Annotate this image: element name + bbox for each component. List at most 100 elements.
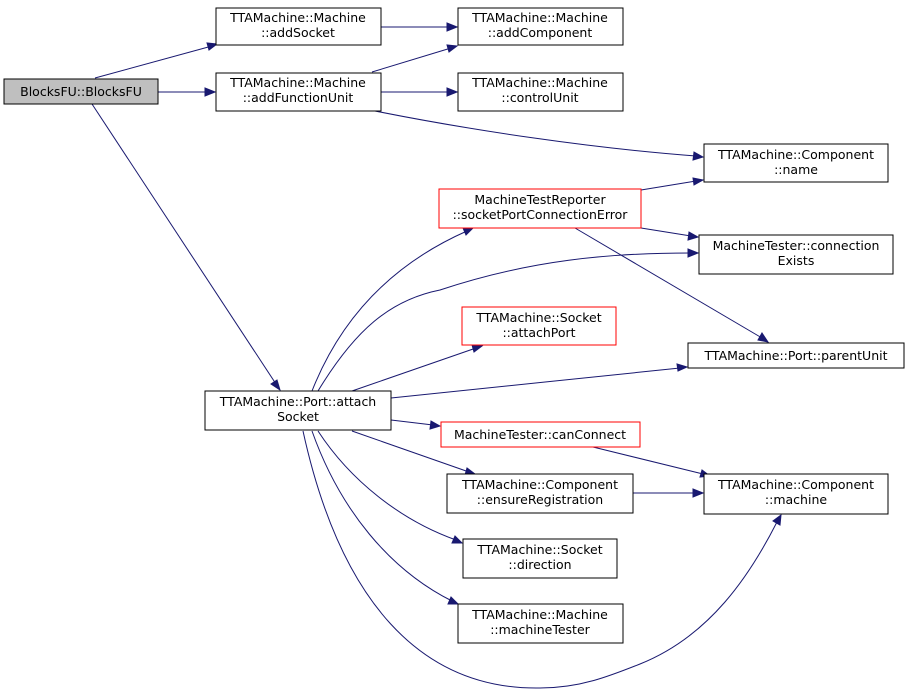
node-box [703,473,889,515]
node-label-line2: ::name [774,162,818,177]
node-component-name[interactable]: TTAMachine::Component ::name [703,143,889,183]
node-canconnect[interactable]: MachineTester::canConnect [440,421,641,448]
edge-addfunctionunit-name [374,110,697,157]
arrow-icon [687,231,700,241]
edge-attachsocket-parentunit [390,367,681,399]
node-box [204,390,392,431]
node-port-attachsocket[interactable]: TTAMachine::Port::attach Socket [204,390,392,431]
arrow-icon [471,344,484,353]
node-box [3,78,159,105]
edge-spce-name [640,180,697,191]
node-box [457,72,624,112]
node-label: TTAMachine::Port::parentUnit [703,348,887,363]
node-label-line1: TTAMachine::Machine [229,10,366,25]
node-label-line1: TTAMachine::Component [717,477,874,492]
node-addfunctionunit[interactable]: TTAMachine::Machine ::addFunctionUnit [215,72,382,112]
node-box [215,7,382,46]
arrow-icon [692,488,705,498]
node-label: MachineTester::canConnect [454,427,626,442]
edge-attachsocket-connexists [317,252,691,392]
node-label-line1: TTAMachine::Socket [475,310,601,325]
edge-attachsocket-direction [317,430,457,541]
edge-blocksfu-attachsocket [91,103,277,385]
node-socket-direction[interactable]: TTAMachine::Socket ::direction [462,538,618,579]
arrow-icon [676,363,689,372]
node-label-line2: ::machine [765,492,827,507]
node-label-line2: ::addFunctionUnit [243,90,354,105]
node-addcomponent[interactable]: TTAMachine::Machine ::addComponent [457,7,624,46]
edge-canconnect-machine [592,446,704,475]
edge-attachsocket-canconnect [390,419,434,426]
node-label-line1: MachineTester::connection [713,238,880,253]
node-box [457,7,624,46]
node-label-line2: ::socketPortConnectionError [453,207,629,222]
arrow-icon [462,227,475,236]
arrow-icon [446,44,459,53]
edges [91,22,782,689]
node-box [687,342,905,369]
nodes: BlocksFU::BlocksFU TTAMachine::Machine :… [3,7,905,644]
node-label-line1: TTAMachine::Machine [471,10,608,25]
arrow-icon [446,22,459,32]
node-label-line2: ::direction [508,557,571,572]
edge-blocksfu-addsocket [94,45,213,79]
node-label-line1: TTAMachine::Machine [229,75,366,90]
arrow-icon [772,513,782,526]
node-label: BlocksFU::BlocksFU [20,84,142,99]
arrow-icon [692,151,705,161]
edge-spce-parentunit [574,227,763,339]
node-label-line2: ::machineTester [490,622,590,637]
arrow-icon [757,332,770,343]
edge-addfunctionunit-addcomponent [371,47,452,73]
node-component-machine[interactable]: TTAMachine::Component ::machine [703,473,889,515]
node-label-line1: TTAMachine::Machine [471,607,608,622]
node-label-line1: TTAMachine::Socket [476,542,602,557]
arrow-icon [687,248,700,258]
node-machinetester[interactable]: TTAMachine::Machine ::machineTester [457,603,624,644]
node-blocksfu[interactable]: BlocksFU::BlocksFU [3,78,159,105]
node-socket-attachport[interactable]: TTAMachine::Socket ::attachPort [461,306,617,346]
node-label-line2: ::addComponent [488,25,593,40]
node-label-line2: Exists [778,253,815,268]
node-ensureregistration[interactable]: TTAMachine::Component ::ensureRegistrati… [446,473,634,514]
edge-attachsocket-machinetester [311,430,453,602]
node-label-line1: TTAMachine::Component [461,477,618,492]
arrow-icon [446,87,459,97]
node-label-line2: ::addSocket [261,25,335,40]
edge-attachsocket-ensurereg [351,430,470,473]
node-label-line1: TTAMachine::Component [717,147,874,162]
node-box [461,306,617,346]
arrow-icon [447,596,460,605]
node-label-line1: TTAMachine::Machine [471,75,608,90]
edge-spce-connexists [640,227,692,237]
node-label-line2: ::attachPort [502,325,575,340]
node-box [462,538,618,579]
edge-attachsocket-spce [311,230,468,392]
node-label-line1: MachineTestReporter [474,192,606,207]
arrow-icon [204,87,217,97]
node-label-line2: ::ensureRegistration [477,492,603,507]
arrow-icon [429,420,442,430]
node-port-parentunit[interactable]: TTAMachine::Port::parentUnit [687,342,905,369]
node-box [446,473,634,514]
arrow-icon [206,42,219,51]
node-box [440,421,641,448]
arrow-icon [692,177,705,186]
node-connectionexists[interactable]: MachineTester::connection Exists [698,234,894,275]
arrow-icon [270,379,281,392]
arrow-icon [451,535,464,544]
edge-attachsocket-machine [302,430,778,689]
node-box [703,143,889,183]
node-label-line1: TTAMachine::Port::attach [219,394,377,409]
node-box [438,188,642,229]
node-box [698,234,894,275]
node-box [215,72,382,112]
node-socketportconnectionerror[interactable]: MachineTestReporter ::socketPortConnecti… [438,188,642,229]
edge-attachsocket-attachport [351,347,477,392]
node-controlunit[interactable]: TTAMachine::Machine ::controlUnit [457,72,624,112]
node-addsocket[interactable]: TTAMachine::Machine ::addSocket [215,7,382,46]
node-label-line2: ::controlUnit [501,90,578,105]
node-box [457,603,624,644]
node-label-line2: Socket [277,409,319,424]
